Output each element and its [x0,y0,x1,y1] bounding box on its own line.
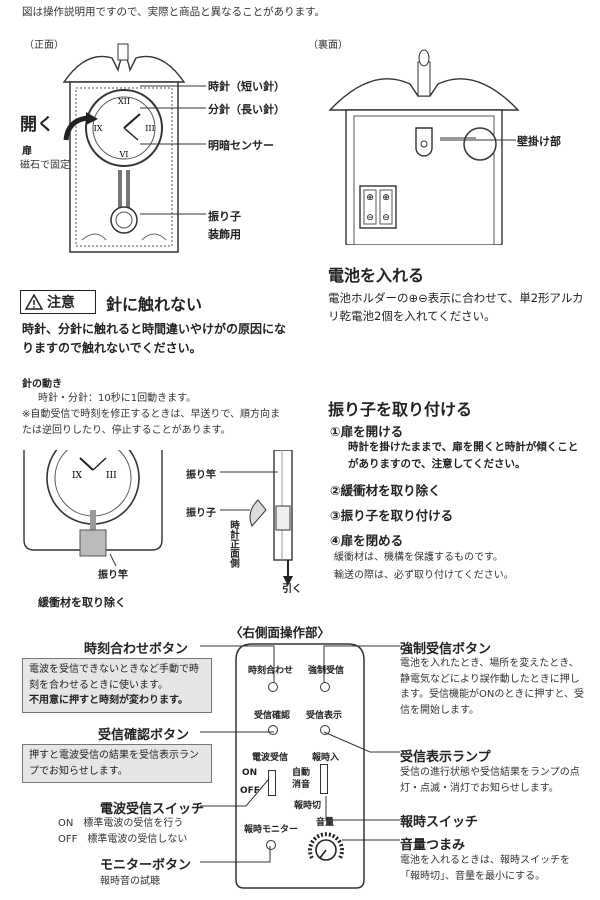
volume-knob[interactable] [306,828,346,868]
reception-check-desc-box: 押すと電波受信の結果を受信表示ランプでお知らせします。 [22,744,212,783]
panel-label-off: OFF [240,786,260,796]
reception-lamp [320,725,330,735]
svg-text:⊕: ⊕ [382,193,390,203]
reception-check-button[interactable] [268,725,278,735]
volume-desc: 電池を入れるときは、報時スイッチを「報時切」、音量を最小にする。 [400,855,570,882]
time-adjust-button-label: 時刻合わせボタン [84,642,189,657]
pendulum-rod-label-2: 振り竿 [98,570,128,581]
attach-step4: ④扉を閉める [330,533,404,548]
svg-text:XII: XII [118,97,130,106]
minute-hand-label: 分針（長い針） [208,103,285,116]
battery-text: 電池ホルダーの⊕⊖表示に合わせて、単2形アルカリ乾電池2個を入れてください。 [328,291,584,324]
forced-reception-button-label: 強制受信ボタン [400,642,492,657]
front-view-label: （正面） [24,40,64,51]
warning-icon [25,294,43,310]
time-adjust-button[interactable] [268,682,278,692]
attach-step1: ①扉を開ける [330,424,404,439]
panel-label-monitor: 報時モニター [244,825,299,835]
reception-check-desc: 押すと電波受信の結果を受信表示ランプでお知らせします。 [29,750,199,777]
svg-text:III: III [106,471,117,481]
hour-hand-label: 時針（短い針） [208,80,285,93]
monitor-desc: 報時音の試聴 [100,876,160,887]
panel-label-forced: 強制受信 [308,666,345,676]
reception-check-button-label: 受信確認ボタン [98,728,190,743]
open-arrow-icon [63,112,98,141]
attach-callout-lines [220,471,278,511]
pendulum-label: 振り子 [208,210,241,223]
door-sub-label: 磁石で固定 [20,160,70,171]
side-panel-title: 〈右側面操作部〉 [230,625,331,640]
pull-label: 引く [282,584,302,595]
reception-lamp-desc: 受信の進行状態や受信結果をランプの点灯・点滅・消灯でお知らせします。 [400,767,580,794]
panel-label-auto-mute: 自動消音 [292,768,311,790]
door-label: 扉 [22,146,32,157]
reception-lamp-label: 受信表示ランプ [400,750,491,765]
pendulum-rod-label: 振り竿 [186,470,216,481]
panel-label-radio: 電波受信 [252,753,289,763]
caution-box: 注意 [20,290,96,314]
hands-motion-line1: 時針・分針：10秒に1回動きます。 [38,393,197,404]
front-callout-lines [140,85,206,215]
time-adjust-desc: 電波を受信できないときなど手動で時刻を合わせるときに使います。 [29,664,199,691]
radio-on-desc: ON 標準電波の受信を行う [58,818,184,829]
front-clock-illustration: XII III VI IX [62,43,186,253]
caution-title: 針に触れない [106,295,203,314]
hands-motion-line2: ※自動受信で時刻を修正するときは、早送りで、順方向または逆回りしたり、停止するこ… [22,409,280,436]
volume-knob-label: 音量つまみ [400,838,466,853]
svg-text:⊖: ⊖ [366,213,374,223]
wall-hook-callout-line [440,139,516,141]
hands-motion-title: 針の動き [22,379,62,390]
attach-step3: ③振り子を取り付ける [330,508,454,523]
attach-note1: 緩衝材は、機構を保護するものです。 [334,552,503,563]
panel-label-display: 受信表示 [306,711,343,721]
svg-text:⊖: ⊖ [382,213,390,223]
chime-switch-label: 報時スイッチ [400,815,479,830]
attach-step2: ②緩衝材を取り除く [330,483,441,498]
monitor-button-label: モニターボタン [100,858,192,873]
back-view-label: （裏面） [308,40,348,51]
pendulum-attach-diagram [249,450,293,586]
svg-text:⊕: ⊕ [366,193,374,203]
panel-label-chime-in: 報時入 [312,753,340,763]
wall-hook-label: 壁掛け部 [517,135,561,148]
light-sensor-label: 明暗センサー [208,139,274,152]
panel-label-time-adjust: 時刻合わせ [248,666,294,676]
panel-callout-lines [200,645,400,863]
battery-title: 電池を入れる [328,266,425,285]
radio-off-desc: OFF 標準電波の受信しない [58,834,188,845]
radio-switch-label: 電波受信スイッチ [100,802,205,817]
panel-label-volume: 音量 [316,818,335,828]
panel-label-check: 受信確認 [254,711,291,721]
chime-switch[interactable] [320,764,328,794]
panel-label-chime-off: 報時切 [294,801,322,811]
panel-label-on: ON [242,768,258,778]
caution-text: 時針、分針に触れると時間違いやけがの原因になりますので触れないでください。 [22,322,287,356]
forced-reception-desc: 電池を入れたとき、場所を変えたとき、静電気などにより誤作動したときに押します。受… [400,658,584,716]
time-adjust-desc-box: 電波を受信できないときなど手動で時刻を合わせるときに使います。 不用意に押すと時… [22,658,212,713]
svg-text:IX: IX [94,124,103,133]
pendulum-cushion-diagram: IX III [23,450,163,567]
caution-label: 注意 [47,295,75,311]
remove-cushion-label: 緩衝材を取り除く [38,596,126,609]
monitor-button[interactable] [266,840,276,850]
side-panel-diagram [235,643,365,889]
forced-reception-button[interactable] [320,682,330,692]
svg-text:VI: VI [119,150,129,159]
clock-front-side-label: 時計正面側 [228,520,239,568]
open-label: 開く [20,115,54,135]
pendulum-label-2: 振り子 [186,508,216,519]
radio-reception-switch[interactable] [268,770,276,796]
back-clock-illustration: ⊕ ⊕ ⊖ ⊖ [328,49,520,245]
svg-text:III: III [145,124,154,133]
time-adjust-warn: 不用意に押すと時刻が変わります。 [29,695,188,706]
attach-note2: 輸送の際は、必ず取り付けてください。 [334,570,514,581]
pendulum-sub-label: 装飾用 [208,228,241,241]
attach-step1-text: 時計を掛けたままで、扉を開くと時計が傾くことがありますので、注意してください。 [348,441,579,470]
attach-title: 振り子を取り付ける [328,400,473,419]
svg-text:IX: IX [72,471,83,481]
disclaimer-note: 図は操作説明用ですので、実際と商品と異なることがあります。 [22,6,326,18]
